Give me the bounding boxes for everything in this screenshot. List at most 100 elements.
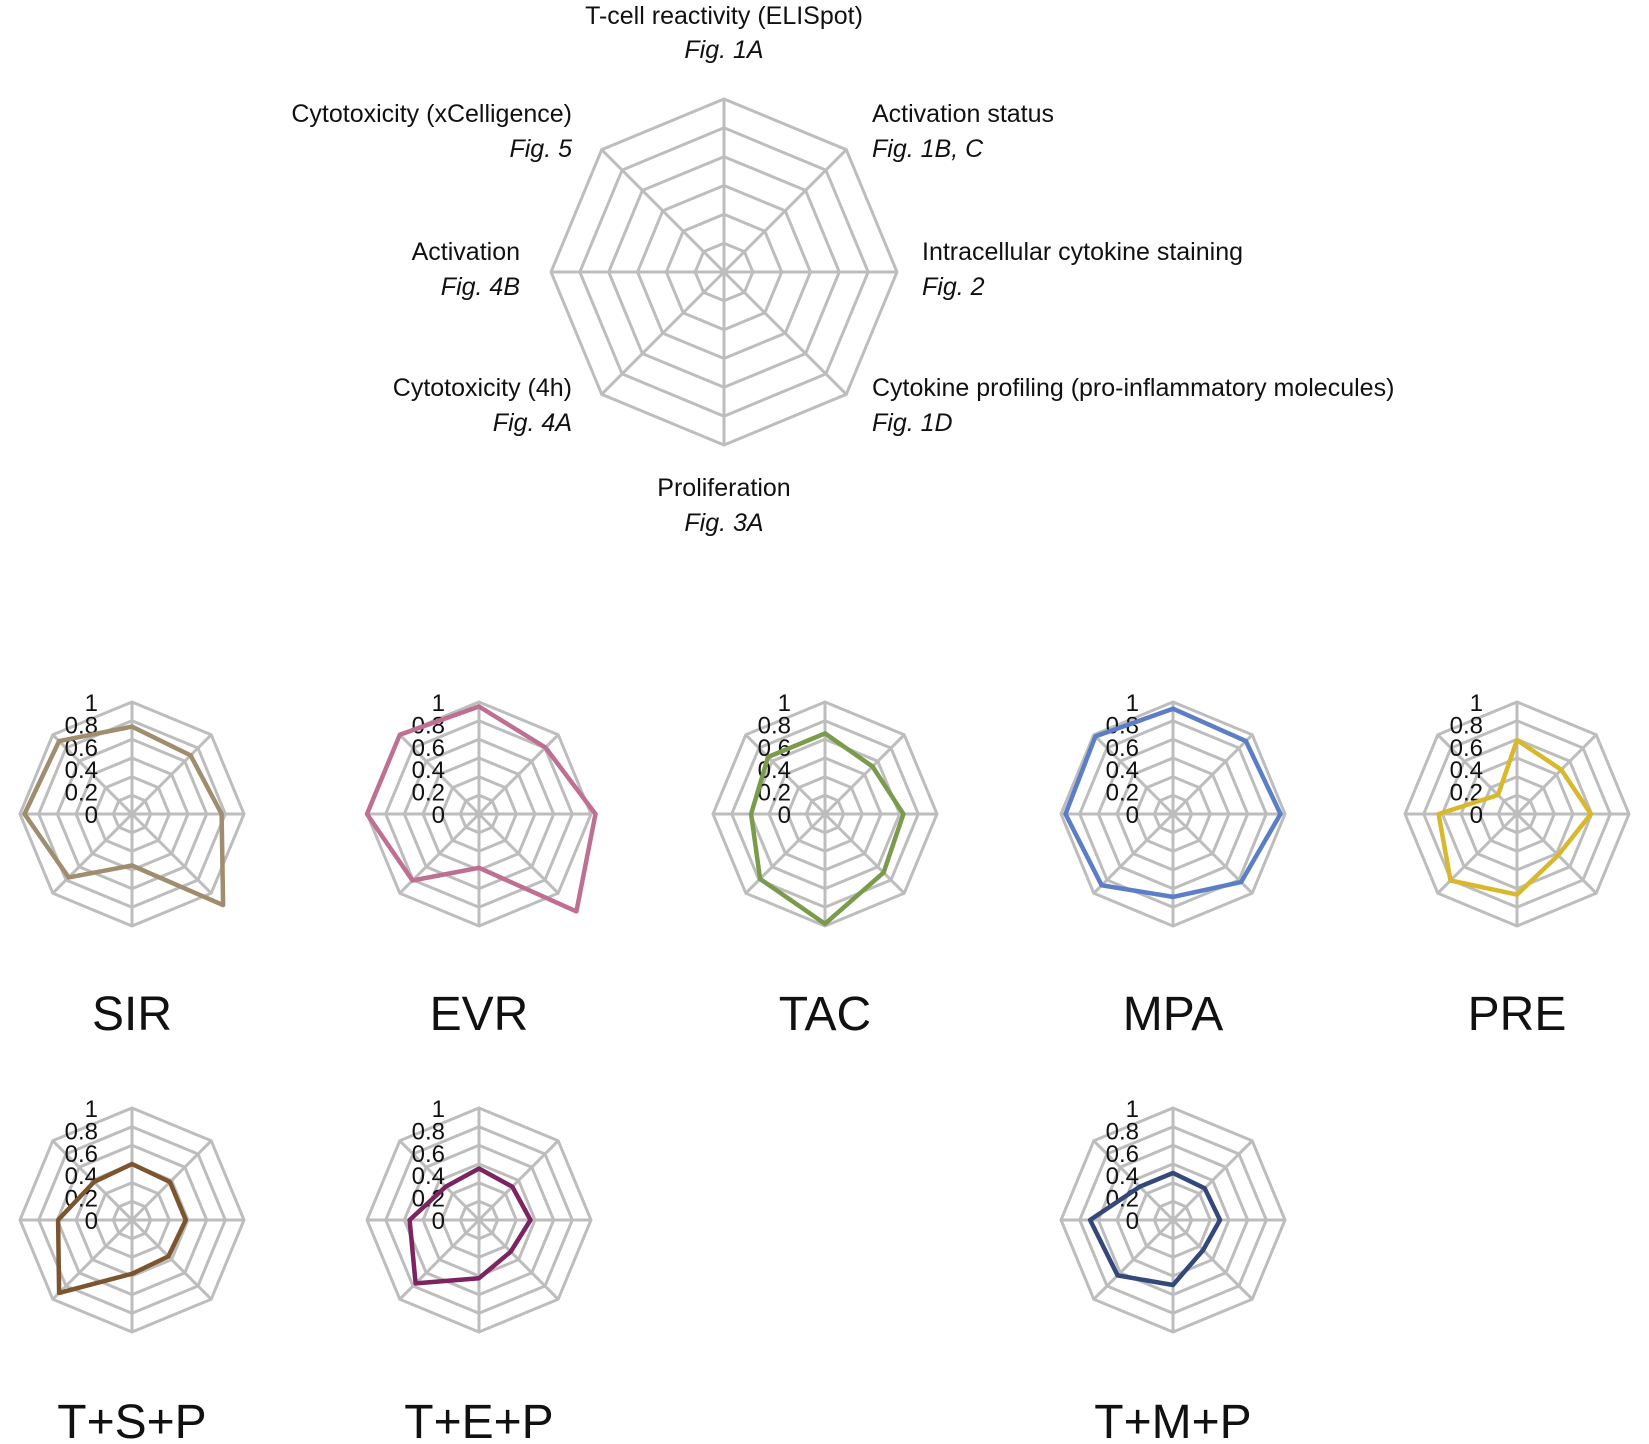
radar-tac-tick-label: 1 xyxy=(778,690,791,717)
axis-label-group-6: Cytotoxicity (4h) Fig. 4A xyxy=(393,374,572,437)
radar-t-e-p-tick-label: 0.4 xyxy=(412,1163,445,1190)
legend-spoke-2 xyxy=(722,148,848,274)
radar-sir-spoke-6 xyxy=(51,812,134,895)
radar-pre-tick-label: 0.4 xyxy=(1450,757,1483,784)
radar-pre-grid xyxy=(1403,700,1631,928)
radar-t-e-p-tick-label: 1 xyxy=(432,1096,445,1123)
radar-t-m-p-tick-label: 0 xyxy=(1126,1208,1139,1235)
radar-sir-tick-label: 0 xyxy=(85,802,98,829)
radar-tac-spoke-4 xyxy=(823,812,906,895)
axis-label-group-3: Intracellular cytokine staining Fig. 2 xyxy=(922,238,1243,301)
radar-evr-tick-label: 1 xyxy=(432,690,445,717)
radar-mpa-spoke-4 xyxy=(1171,812,1254,895)
radar-pre-tick-label: 0 xyxy=(1470,802,1483,829)
chart-title-evr: EVR xyxy=(430,988,529,1041)
radar-t-e-p-spoke-8 xyxy=(398,1139,481,1222)
radar-t-s-p-grid xyxy=(18,1106,246,1334)
axis-ref-5: Fig. 3A xyxy=(684,509,763,537)
axis-label-6: Cytotoxicity (4h) xyxy=(393,374,572,402)
radar-t-m-p-series-line xyxy=(1087,1170,1223,1288)
axis-label-group-4: Cytokine profiling (pro-inflammatory mol… xyxy=(872,374,1394,437)
radar-t-e-p-tick-label: 0.6 xyxy=(412,1141,445,1168)
radar-pre-tick-label: 0.8 xyxy=(1450,712,1483,739)
radar-tac-tick-label: 0 xyxy=(778,802,791,829)
axis-label-5: Proliferation xyxy=(657,474,790,502)
radar-sir-tick-label: 1 xyxy=(85,690,98,717)
radar-t-s-p-spoke-2 xyxy=(130,1139,213,1222)
radar-t-m-p-spoke-4 xyxy=(1171,1218,1254,1301)
radar-t-s-p-spoke-8 xyxy=(51,1139,134,1222)
axis-label-1: T-cell reactivity (ELISpot) xyxy=(585,2,863,30)
radar-sir-tick-label: 0.2 xyxy=(65,780,98,807)
radar-sir-spoke-4 xyxy=(130,812,213,895)
radar-mpa-grid xyxy=(1059,700,1287,928)
radar-t-s-p-tick-label: 0.6 xyxy=(65,1141,98,1168)
axis-label-3: Intracellular cytokine staining xyxy=(922,238,1243,266)
legend-spoke-8 xyxy=(600,148,726,274)
radar-t-m-p-spoke-2 xyxy=(1171,1139,1254,1222)
radar-evr-tick-label: 0 xyxy=(432,802,445,829)
radar-mpa-tick-label: 0.4 xyxy=(1106,757,1139,784)
radar-t-m-p-tick-label: 1 xyxy=(1126,1096,1139,1123)
axis-label-group-2: Activation status Fig. 1B, C xyxy=(872,100,1054,163)
radar-pre-tick-label: 0.6 xyxy=(1450,735,1483,762)
radar-mpa-tick-label: 1 xyxy=(1126,690,1139,717)
radar-pre-series-line xyxy=(1436,737,1594,897)
radar-chart-sir: SIR 00.20.40.60.81 xyxy=(18,690,246,1041)
radar-sir-spoke-2 xyxy=(130,733,213,816)
radar-mpa-series-line xyxy=(1063,706,1283,900)
radar-pre-tick-label: 1 xyxy=(1470,690,1483,717)
radar-t-e-p-tick-label: 0 xyxy=(432,1208,445,1235)
legend-grid xyxy=(549,97,899,447)
radar-chart-evr: EVR 00.20.40.60.81 xyxy=(364,690,598,1041)
radar-t-e-p-spoke-4 xyxy=(477,1218,560,1301)
radar-chart-mpa: MPA 00.20.40.60.81 xyxy=(1059,690,1287,1041)
radar-t-s-p-series-line xyxy=(55,1161,189,1296)
radar-t-s-p-tick-label: 1 xyxy=(85,1096,98,1123)
radar-tac-series-line xyxy=(748,731,906,927)
radar-pre-spoke-8 xyxy=(1436,733,1519,816)
legend-spoke-4 xyxy=(722,270,848,396)
radar-t-m-p-tick-label: 0.4 xyxy=(1106,1163,1139,1190)
chart-title-t-s-p: T+S+P xyxy=(57,1396,206,1444)
axis-label-group-1: T-cell reactivity (ELISpot) Fig. 1A xyxy=(585,2,863,64)
axis-label-7: Activation xyxy=(412,238,520,266)
chart-title-mpa: MPA xyxy=(1123,988,1223,1041)
radar-t-e-p-spoke-2 xyxy=(477,1139,560,1222)
radar-t-e-p-grid xyxy=(365,1106,593,1334)
radar-t-s-p-spoke-4 xyxy=(130,1218,213,1301)
axis-label-8: Cytotoxicity (xCelligence) xyxy=(291,100,572,128)
radar-chart-tac: TAC 00.20.40.60.81 xyxy=(711,690,939,1041)
radar-tac-tick-label: 0.8 xyxy=(758,712,791,739)
axis-label-group-8: Cytotoxicity (xCelligence) Fig. 5 xyxy=(291,100,572,163)
radar-mpa-tick-label: 0.6 xyxy=(1106,735,1139,762)
radar-mpa-spoke-8 xyxy=(1092,733,1175,816)
radar-evr-tick-label: 0.6 xyxy=(412,735,445,762)
radar-t-s-p-spoke-6 xyxy=(51,1218,134,1301)
radar-t-s-p-tick-label: 0 xyxy=(85,1208,98,1235)
radar-tac-spoke-8 xyxy=(744,733,827,816)
legend-radar-chart: T-cell reactivity (ELISpot) Fig. 1A Acti… xyxy=(291,2,1394,537)
axis-label-4: Cytokine profiling (pro-inflammatory mol… xyxy=(872,374,1394,402)
axis-label-group-7: Activation Fig. 4B xyxy=(412,238,520,301)
axis-ref-8: Fig. 5 xyxy=(509,135,572,163)
radar-chart-t-e-p: T+E+P 00.20.40.60.81 xyxy=(365,1096,593,1444)
radar-mpa-spoke-2 xyxy=(1171,733,1254,816)
axis-ref-3: Fig. 2 xyxy=(922,273,985,301)
radar-pre-spoke-2 xyxy=(1515,733,1598,816)
radar-sir-tick-label: 0.4 xyxy=(65,757,98,784)
axis-ref-4: Fig. 1D xyxy=(872,409,953,437)
axis-ref-2: Fig. 1B, C xyxy=(872,135,984,163)
axis-ref-7: Fig. 4B xyxy=(441,273,520,301)
chart-title-tac: TAC xyxy=(779,988,871,1041)
radar-t-m-p-spoke-6 xyxy=(1092,1218,1175,1301)
axis-ref-6: Fig. 4A xyxy=(493,409,572,437)
radar-sir-series-line xyxy=(22,724,226,908)
radar-evr-spoke-4 xyxy=(477,812,560,895)
radar-evr-tick-label: 0.4 xyxy=(412,757,445,784)
radar-t-s-p-tick-label: 0.8 xyxy=(65,1118,98,1145)
radar-chart-t-s-p: T+S+P 00.20.40.60.81 xyxy=(18,1096,246,1444)
chart-title-pre: PRE xyxy=(1468,988,1567,1041)
radar-mpa-tick-label: 0 xyxy=(1126,802,1139,829)
